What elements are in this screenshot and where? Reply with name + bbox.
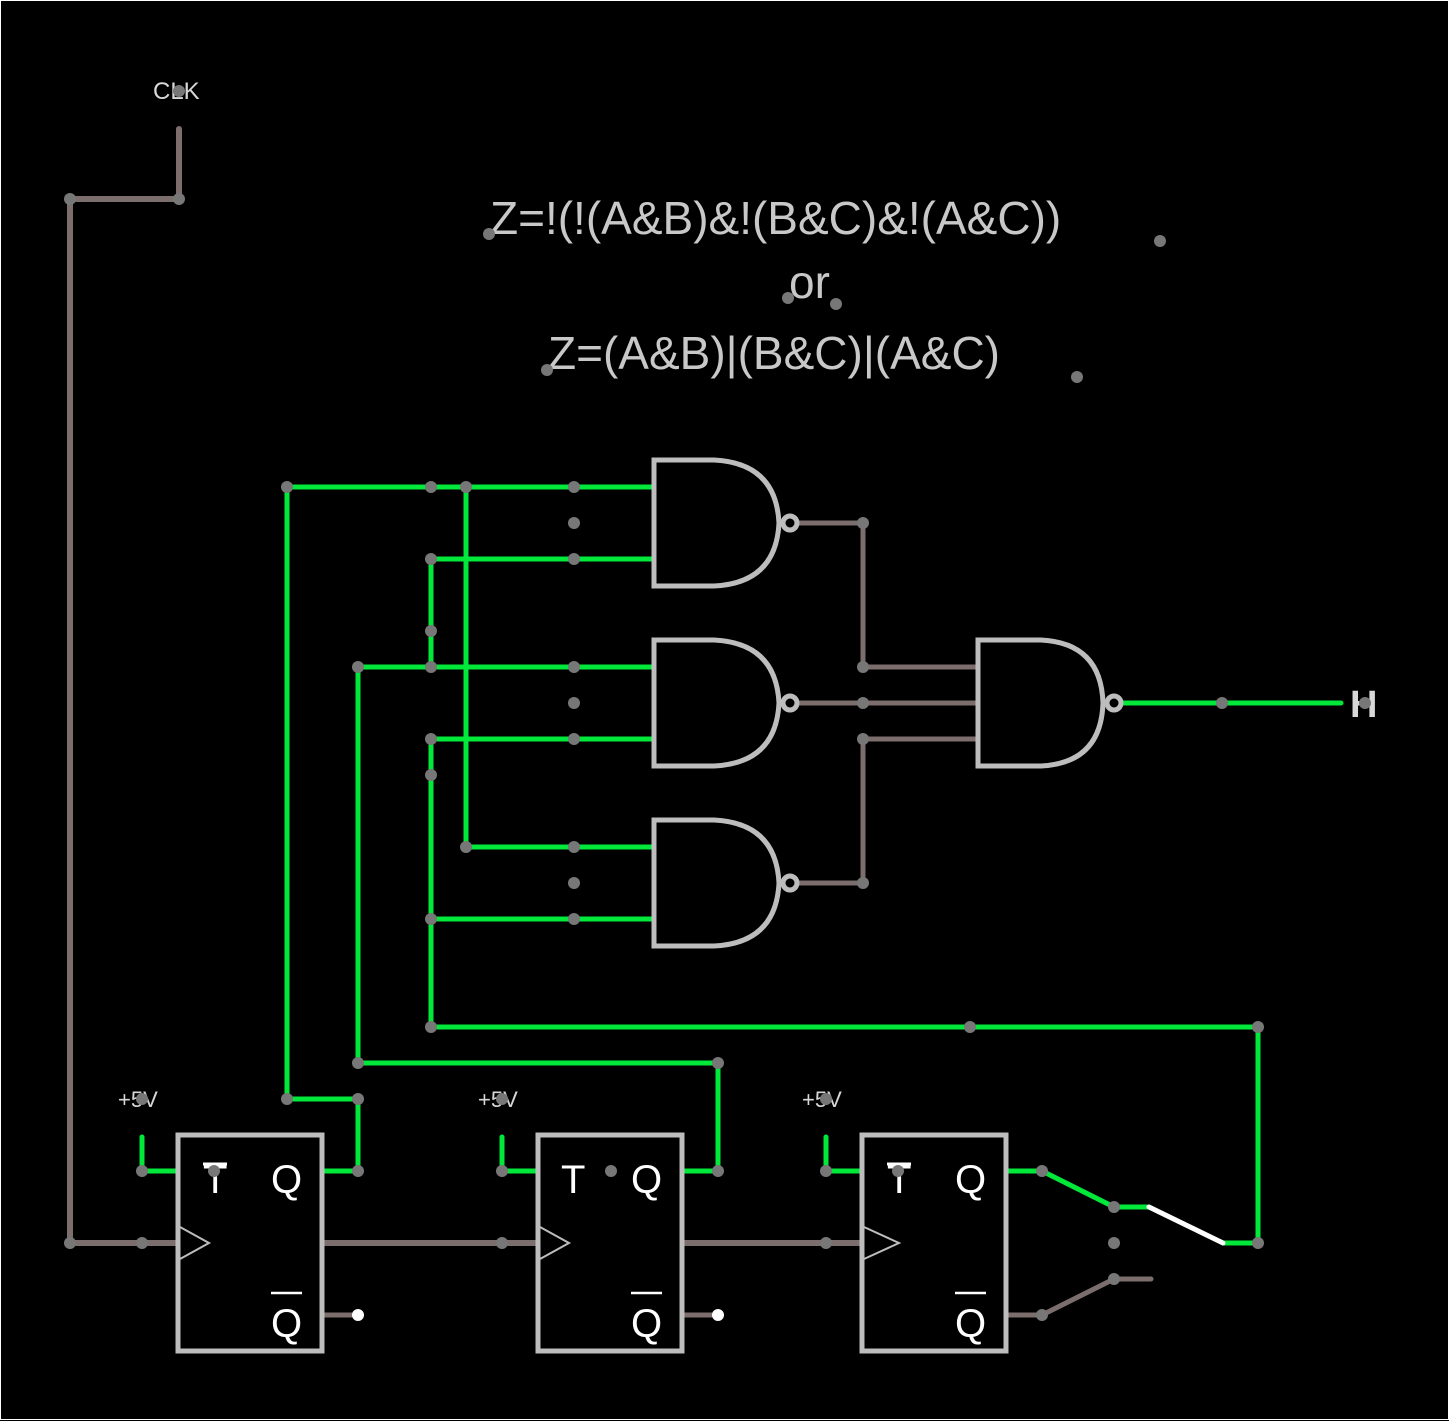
node-dot: [352, 661, 364, 673]
connection-nodes: [64, 85, 1371, 1321]
node-dot: [782, 292, 794, 304]
node-dot: [483, 228, 495, 240]
node-dot: [425, 913, 437, 925]
node-dot: [460, 481, 472, 493]
wire: [1005, 1276, 1154, 1318]
node-dot: [857, 697, 869, 709]
node-dot: [568, 877, 580, 889]
node-dot: [892, 1165, 904, 1177]
node-dot: [1216, 697, 1228, 709]
wire: [795, 736, 980, 886]
switch-arm[interactable]: [1146, 1204, 1226, 1246]
node-dot: [425, 769, 437, 781]
node-dot: [136, 1165, 148, 1177]
node-dot: [1071, 371, 1083, 383]
equation-or-form: Z=(A&B)|(B&C)|(A&C): [548, 327, 1000, 379]
nand-gate-ab[interactable]: [651, 457, 800, 589]
node-dot: [1108, 1273, 1120, 1285]
node-dot: [1108, 1201, 1120, 1213]
node-dot: [352, 1057, 364, 1069]
wire: [823, 1134, 864, 1174]
wire: [284, 484, 656, 1174]
node-dot: [352, 1093, 364, 1105]
node-dot: [568, 841, 580, 853]
node-dot: [64, 1237, 76, 1249]
wire: [795, 520, 980, 670]
t-flip-flop-3[interactable]: T Q Q: [859, 1132, 1009, 1354]
node-dot: [1252, 1237, 1264, 1249]
node-dot: [568, 697, 580, 709]
node-dot: [712, 1057, 724, 1069]
node-dot: [136, 1093, 148, 1105]
node-dot: [1036, 1309, 1048, 1321]
node-dot: [820, 1165, 832, 1177]
node-dot: [425, 625, 437, 637]
node-dot: [281, 481, 293, 493]
node-dot: [568, 517, 580, 529]
ff-q-label: Q: [955, 1158, 986, 1202]
node-dot: [64, 193, 76, 205]
node-dot: [568, 481, 580, 493]
open-terminal[interactable]: [712, 1309, 724, 1321]
node-dot: [496, 1165, 508, 1177]
node-dot: [857, 661, 869, 673]
ff-qbar-label: Q: [631, 1302, 662, 1346]
ff-q-label: Q: [631, 1158, 662, 1202]
node-dot: [1154, 235, 1166, 247]
node-dot: [568, 733, 580, 745]
node-dot: [136, 1237, 148, 1249]
node-dot: [425, 661, 437, 673]
node-dot: [857, 877, 869, 889]
open-terminal[interactable]: [352, 1309, 364, 1321]
equation-nand-form: Z=!(!(A&B)&!(B&C)&!(A&C)): [490, 192, 1061, 244]
node-dot: [568, 661, 580, 673]
nand-gate-out[interactable]: [975, 637, 1124, 769]
node-dot: [568, 553, 580, 565]
node-dot: [568, 913, 580, 925]
node-dot: [425, 553, 437, 565]
wire: [1005, 1168, 1152, 1210]
node-dot: [964, 1021, 976, 1033]
node-dot: [1359, 697, 1371, 709]
node-dot: [425, 1021, 437, 1033]
node-dot: [1036, 1165, 1048, 1177]
logic-wiring-low: [320, 520, 1154, 1318]
wire: [499, 1134, 540, 1174]
node-dot: [173, 193, 185, 205]
t-flip-flop-1[interactable]: T Q Q: [175, 1132, 325, 1354]
node-dot: [1108, 1237, 1120, 1249]
node-dot: [425, 481, 437, 493]
node-dot: [208, 1165, 220, 1177]
node-dot: [857, 733, 869, 745]
wire: [139, 1134, 180, 1174]
node-dot: [281, 1093, 293, 1105]
node-dot: [352, 1165, 364, 1177]
ff-t-label: T: [561, 1158, 585, 1202]
nand-gate-bc[interactable]: [651, 637, 800, 769]
node-dot: [605, 1165, 617, 1177]
equation-separator: or: [789, 256, 830, 308]
node-dot: [820, 1237, 832, 1249]
nand-gate-ac[interactable]: [651, 817, 800, 949]
ff-qbar-label: Q: [955, 1302, 986, 1346]
node-dot: [712, 1165, 724, 1177]
node-dot: [857, 517, 869, 529]
node-dot: [460, 841, 472, 853]
ff-q-label: Q: [271, 1158, 302, 1202]
node-dot: [541, 364, 553, 376]
ff-qbar-label: Q: [271, 1302, 302, 1346]
node-dot: [830, 298, 842, 310]
node-dot: [1252, 1021, 1264, 1033]
node-dot: [173, 85, 185, 97]
node-dot: [496, 1093, 508, 1105]
node-dot: [496, 1237, 508, 1249]
node-dot: [425, 733, 437, 745]
node-dot: [820, 1093, 832, 1105]
